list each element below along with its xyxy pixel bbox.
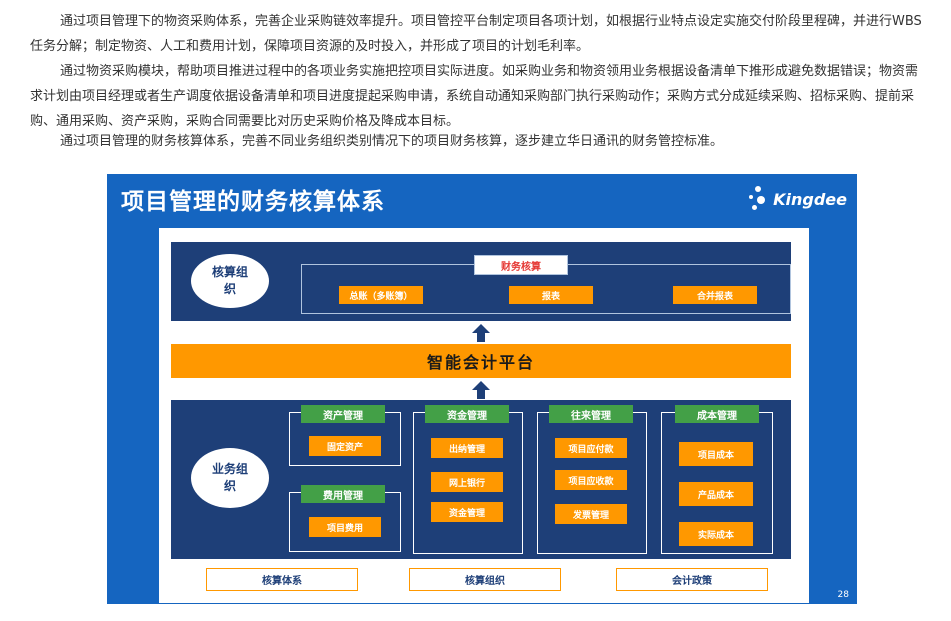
- project-receivable-box: 项目应收款: [555, 470, 627, 490]
- logo-text: Kingdee: [773, 189, 847, 209]
- logo-dots-icon: [749, 186, 769, 212]
- online-banking-box: 网上银行: [431, 472, 503, 492]
- project-payable-box: 项目应付款: [555, 438, 627, 458]
- accounting-policy-box: 会计政策: [616, 568, 768, 591]
- expense-management-title: 费用管理: [301, 485, 385, 503]
- paragraph-3: 通过项目管理的财务核算体系，完善不同业务组织类别情况下的项目财务核算，逐步建立华…: [60, 134, 724, 149]
- ledger-box: 总账（多账簿）: [339, 286, 423, 304]
- fund-box: 资金管理: [431, 502, 503, 522]
- fixed-assets-box: 固定资产: [309, 436, 381, 456]
- product-cost-box: 产品成本: [679, 482, 753, 506]
- paragraph-1: 通过项目管理下的物资采购体系，完善企业采购链效率提升。项目管控平台制定项目各项计…: [30, 14, 922, 54]
- actual-cost-box: 实际成本: [679, 522, 753, 546]
- invoice-box: 发票管理: [555, 504, 627, 524]
- accounting-org-band: 核算组织 财务核算 总账（多账簿） 报表 合并报表: [171, 242, 791, 321]
- slide-title: 项目管理的财务核算体系: [121, 189, 385, 215]
- arap-management-title: 往来管理: [549, 405, 633, 423]
- up-arrow-icon: [472, 381, 490, 399]
- smart-accounting-platform: 智能会计平台: [171, 344, 791, 378]
- business-org-ellipse: 业务组织: [191, 448, 269, 508]
- report-box: 报表: [509, 286, 593, 304]
- accounting-system-box: 核算体系: [206, 568, 358, 591]
- up-arrow-icon: [472, 324, 490, 342]
- project-expense-box: 项目费用: [309, 517, 381, 537]
- kingdee-logo: Kingdee: [749, 182, 847, 216]
- cost-management-title: 成本管理: [675, 405, 759, 423]
- paragraph-2: 通过物资采购模块，帮助项目推进过程中的各项业务实施把控项目实际进度。如采购业务和…: [30, 64, 919, 129]
- fund-management-title: 资金管理: [425, 405, 509, 423]
- finance-accounting-title: 财务核算: [474, 255, 568, 275]
- cashier-box: 出纳管理: [431, 438, 503, 458]
- slide-image: 项目管理的财务核算体系 Kingdee 核算组织 财务核算 总账（多账簿） 报表…: [107, 174, 857, 604]
- business-org-band: 业务组织 资产管理 固定资产 费用管理 项目费用 资金管理 出纳管理 网上银行 …: [171, 400, 791, 559]
- diagram-panel: 核算组织 财务核算 总账（多账簿） 报表 合并报表 智能会计平台 业务组织 资产…: [159, 228, 809, 603]
- accounting-org-box: 核算组织: [409, 568, 561, 591]
- accounting-org-ellipse: 核算组织: [191, 254, 269, 308]
- asset-management-title: 资产管理: [301, 405, 385, 423]
- page-number: 28: [837, 590, 849, 600]
- consolidated-report-box: 合并报表: [673, 286, 757, 304]
- project-cost-box: 项目成本: [679, 442, 753, 466]
